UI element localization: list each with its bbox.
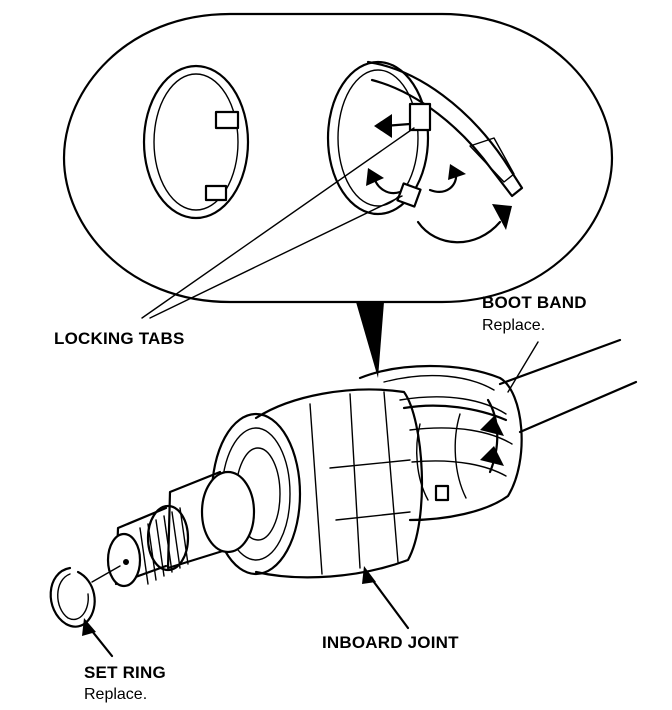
stub-shaft xyxy=(91,470,256,588)
inboard-joint-arrow-icon xyxy=(362,566,376,584)
label-set-ring: SET RING xyxy=(84,663,166,682)
callout-pointer xyxy=(356,302,384,378)
set-ring-arrow-icon xyxy=(82,618,96,636)
curved-arrow-right-icon xyxy=(448,164,466,180)
label-boot-band-note: Replace. xyxy=(482,317,545,334)
locking-tabs-leaders xyxy=(141,127,415,319)
arrow-left-icon xyxy=(374,114,392,138)
label-locking-tabs: LOCKING TABS xyxy=(54,329,185,348)
set-ring xyxy=(49,566,96,628)
leader-arrows xyxy=(82,341,539,658)
band-clip-lower xyxy=(204,184,228,202)
band-tab xyxy=(434,484,450,502)
curved-arrow-left-icon xyxy=(366,168,384,186)
boot-band-locking xyxy=(326,60,524,244)
band-clip-upper xyxy=(214,110,240,130)
label-inboard-joint: INBOARD JOINT xyxy=(322,633,459,652)
locking-tab xyxy=(408,102,432,132)
boot-band-open xyxy=(142,64,250,220)
band-arrow-up-icon xyxy=(480,416,504,436)
label-set-ring-note: Replace. xyxy=(84,686,147,703)
label-boot-band: BOOT BAND xyxy=(482,293,587,312)
boot xyxy=(358,364,523,522)
band-arrow-up-icon-2 xyxy=(480,446,504,466)
drive-shaft xyxy=(498,338,638,434)
detail-callout xyxy=(62,12,614,378)
large-curved-arrow-icon xyxy=(492,204,512,230)
